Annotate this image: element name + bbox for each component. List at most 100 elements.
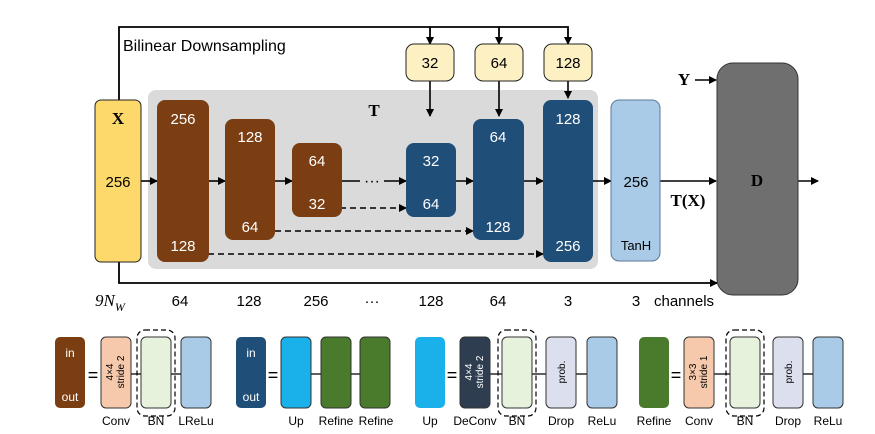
- input-x-label: X: [112, 109, 125, 128]
- discriminator-label: D: [751, 171, 763, 190]
- discriminator-block: [716, 62, 799, 296]
- legend-label: BN: [509, 414, 526, 428]
- decoder-3-bottom: 256: [555, 238, 580, 255]
- channel-count-last: 3: [632, 293, 640, 310]
- legend-label: ReLu: [588, 414, 617, 428]
- channel-count: 128: [418, 293, 443, 310]
- main-flow: [141, 76, 819, 185]
- legend-refine-conv-text: 3×3stride 1: [688, 355, 710, 388]
- legend-up-bn: [501, 336, 533, 409]
- legend-encoder-block: [55, 337, 85, 408]
- channel-count-input-sub: W: [115, 300, 126, 314]
- legend-up-deconv: [459, 336, 491, 409]
- legend-decoder-up: [280, 336, 312, 409]
- legend-label: Drop: [775, 414, 801, 428]
- legend-label: Drop: [548, 414, 574, 428]
- input-x-block: [94, 99, 142, 263]
- side-box-128: [543, 43, 593, 82]
- legend-decoder-refine-2: [359, 336, 391, 409]
- legend-refine-block: [639, 337, 669, 408]
- legend-label: BN: [737, 414, 754, 428]
- channel-count-input-main: 9: [95, 291, 104, 310]
- channels-label: channels: [654, 293, 714, 310]
- encoder-3-top: 64: [309, 153, 326, 170]
- encoder-2-top: 128: [237, 129, 262, 146]
- legend-decoder: in out = Up Refine Refine: [236, 336, 394, 428]
- legend-encoder-conv-text: 4×4stride 2: [105, 355, 127, 388]
- legend-up-relu: [586, 336, 618, 409]
- bypass-path: [118, 262, 718, 287]
- encoder-3-bottom: 32: [309, 196, 326, 213]
- channel-count: 128: [236, 293, 261, 310]
- legend-decoder-in: in: [246, 346, 255, 360]
- legend-encoder-eq: =: [88, 365, 99, 385]
- encoder-block-1: [157, 100, 209, 262]
- legend-label: Refine: [637, 414, 672, 428]
- legend-encoder: in out = 4×4stride 2 Conv BN LReLu: [55, 329, 214, 428]
- decoder-1-bottom: 64: [423, 196, 440, 213]
- legend-up-block: [415, 337, 445, 408]
- decoder-block-3: [543, 100, 593, 262]
- channel-count: 3: [564, 293, 572, 310]
- legend-up: = 4×4stride 2 prob. Up DeConv BN Drop Re…: [415, 329, 618, 428]
- tanh-block: [610, 99, 661, 262]
- legend-label: BN: [148, 414, 165, 428]
- legend-refine-bn: [729, 336, 761, 409]
- legend-refine-drop: [772, 336, 804, 409]
- decoder-3-top: 128: [555, 111, 580, 128]
- y-label: Y: [678, 70, 690, 89]
- channel-count: ···: [365, 293, 380, 310]
- encoder-1-top: 256: [170, 111, 195, 128]
- legend-label: Refine: [359, 414, 394, 428]
- legend-refine-conv: [683, 336, 715, 409]
- legend-encoder-bn: [140, 336, 172, 409]
- legend-label: ReLu: [814, 414, 843, 428]
- legend-label: Conv: [685, 414, 713, 428]
- legend-refine: = 3×3stride 1 prob. Refine Conv BN Drop …: [637, 329, 844, 428]
- legend-label: Up: [422, 414, 438, 428]
- decoder-2-top: 64: [490, 129, 507, 146]
- tanh-value: 256: [623, 174, 648, 191]
- legend-refine-bn-dash: [725, 329, 765, 417]
- legend-label: Conv: [102, 414, 130, 428]
- channel-counts: 9NW 64 128 256 ··· 128 64 3 3 channels: [95, 291, 714, 314]
- flow-ellipsis: ···: [364, 173, 380, 190]
- legend-encoder-bn-dash: [136, 329, 176, 417]
- legend-decoder-block: [236, 337, 266, 408]
- input-x-value: 256: [105, 174, 130, 191]
- channel-count-input: 9NW: [95, 291, 126, 314]
- tx-label: T(X): [671, 191, 706, 210]
- generator-label: T: [368, 101, 380, 120]
- legend-encoder-conv: [100, 336, 132, 409]
- legend-label: LReLu: [178, 414, 213, 428]
- side-box-32: [405, 43, 455, 82]
- legend-refine-eq: =: [671, 365, 682, 385]
- channel-count: 256: [303, 293, 328, 310]
- legend-up-bn-dash: [497, 329, 537, 417]
- decoder-block-2: [473, 119, 524, 240]
- legend-decoder-refine-1: [320, 336, 352, 409]
- encoder-block-2: [225, 119, 275, 240]
- decoder-2-bottom: 128: [485, 219, 510, 236]
- legend-encoder-in: in: [65, 346, 74, 360]
- legend-decoder-eq: =: [268, 365, 279, 385]
- legend-up-eq: =: [447, 365, 458, 385]
- channel-count: 64: [172, 293, 189, 310]
- side-box-32-label: 32: [422, 55, 439, 72]
- bilinear-path: [118, 26, 572, 100]
- legend-up-prob: prob.: [557, 361, 568, 384]
- legend-decoder-out: out: [243, 390, 260, 404]
- encoder-1-bottom: 128: [170, 238, 195, 255]
- encoder-2-bottom: 64: [242, 219, 259, 236]
- encoder-block-3: [292, 143, 342, 217]
- legend-refine-relu: [812, 336, 844, 409]
- side-box-64: [474, 43, 524, 82]
- legend-label: DeConv: [453, 414, 496, 428]
- side-box-64-label: 64: [491, 55, 508, 72]
- legend-label: Refine: [319, 414, 354, 428]
- channel-count: 64: [490, 293, 507, 310]
- decoder-block-1: [406, 143, 456, 217]
- tanh-label: TanH: [621, 238, 651, 253]
- legend-label: Up: [288, 414, 304, 428]
